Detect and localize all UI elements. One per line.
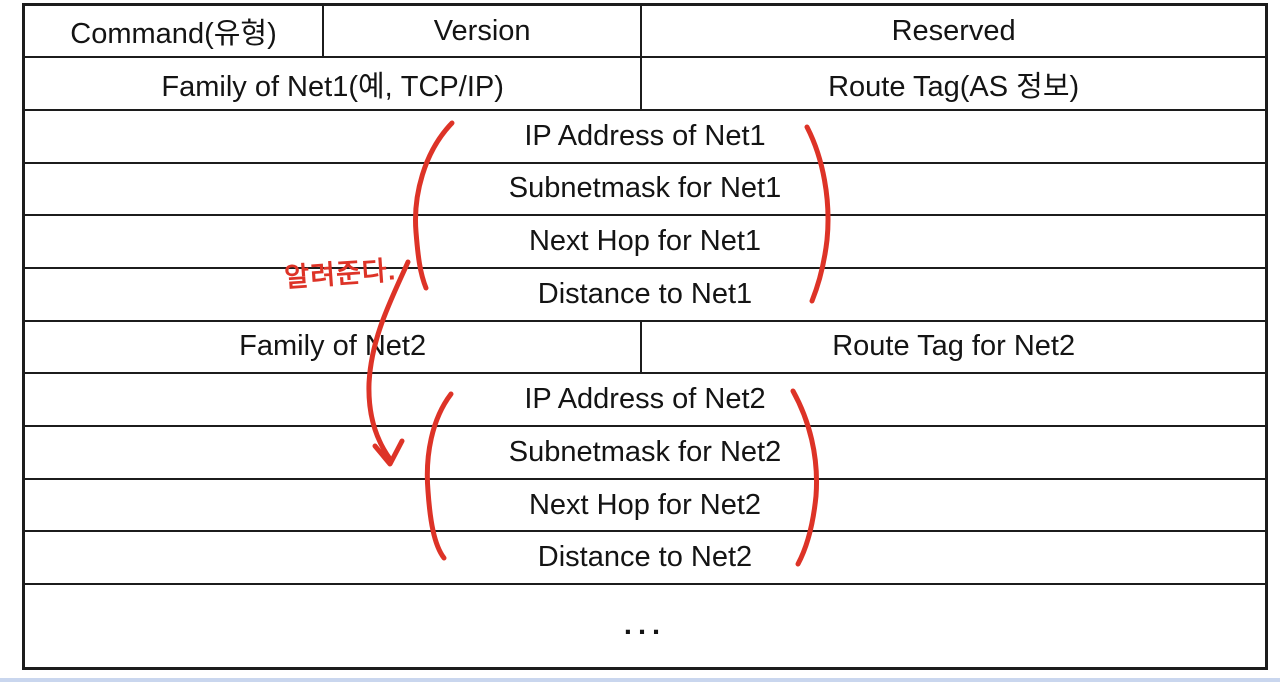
table-row: Family of Net1(예, TCP/IP)Route Tag(AS 정보… xyxy=(22,56,1268,111)
table-cell: Next Hop for Net2 xyxy=(22,477,1268,533)
table-cell: Family of Net1(예, TCP/IP) xyxy=(22,56,643,111)
table-row: Subnetmask for Net1 xyxy=(22,161,1268,217)
table-row: Next Hop for Net1 xyxy=(22,214,1268,269)
table-cell: Distance to Net1 xyxy=(22,266,1268,322)
table-row: Subnetmask for Net2 xyxy=(22,425,1268,480)
table-cell: Next Hop for Net1 xyxy=(22,214,1268,269)
table-cell: IP Address of Net1 xyxy=(22,108,1268,164)
table-cell: ... xyxy=(22,583,1268,670)
table-cell: Route Tag(AS 정보) xyxy=(640,56,1268,111)
table-cell: Route Tag for Net2 xyxy=(640,319,1268,375)
table-row: ... xyxy=(22,583,1268,670)
table-cell: Family of Net2 xyxy=(22,319,643,375)
table-row: Distance to Net2 xyxy=(22,530,1268,586)
bottom-accent-line xyxy=(0,678,1280,682)
table-cell: IP Address of Net2 xyxy=(22,372,1268,427)
table-row: Distance to Net1 xyxy=(22,266,1268,322)
table-row: IP Address of Net1 xyxy=(22,108,1268,164)
table-row: Next Hop for Net2 xyxy=(22,477,1268,533)
table-row: IP Address of Net2 xyxy=(22,372,1268,427)
table-cell: Subnetmask for Net2 xyxy=(22,425,1268,480)
table-cell: Distance to Net2 xyxy=(22,530,1268,586)
table-cell: Command(유형) xyxy=(22,3,325,59)
table-cell: Reserved xyxy=(640,3,1268,59)
table-cell: Subnetmask for Net1 xyxy=(22,161,1268,217)
table-cell: Version xyxy=(322,3,643,59)
